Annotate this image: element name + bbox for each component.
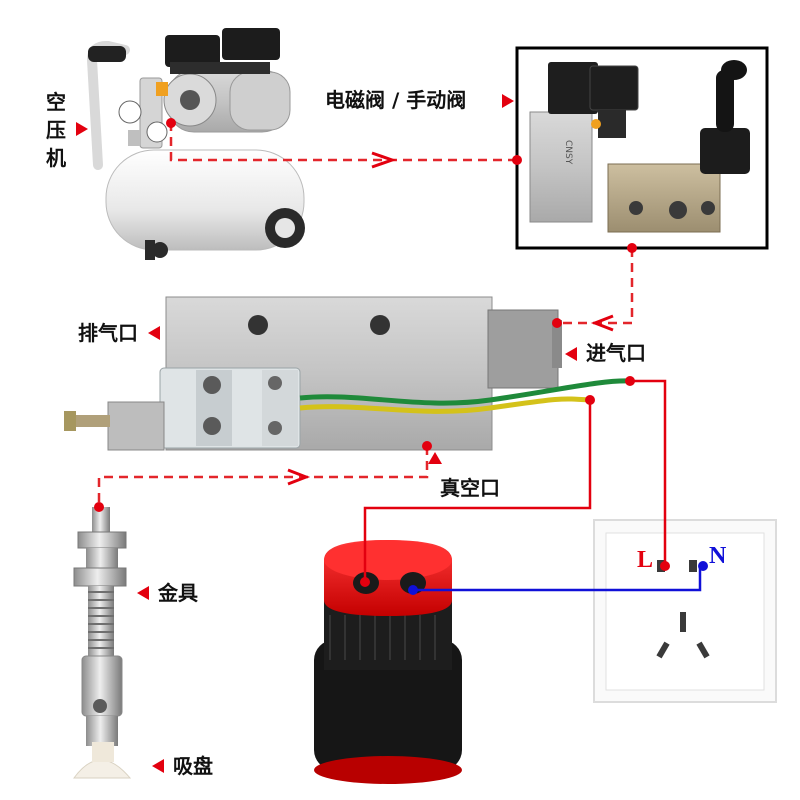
green-wire (299, 378, 631, 406)
air-flow-arrow-1 (371, 151, 397, 169)
inlet-dot (552, 318, 562, 328)
air-line-valve-to-inlet (557, 248, 634, 325)
air-compressor-image (86, 28, 305, 260)
wire-green-to-socket-L (630, 379, 667, 565)
air-line-start-dot (166, 118, 176, 128)
wall-socket-image (593, 519, 777, 703)
label-suction-cup: 吸盘 (173, 754, 213, 778)
label-compressor-char-1: 空 (46, 90, 66, 114)
label-compressor-char-3: 机 (46, 146, 66, 170)
air-line-compressor-to-valve (169, 122, 517, 162)
wire-yellow-to-indicator (363, 400, 592, 580)
indicator-light-image (314, 540, 462, 784)
manual-valve-image (607, 60, 750, 233)
green-wire-end-dot (625, 376, 635, 386)
label-exhaust-port: 排气口 (78, 321, 138, 345)
air-line-valve-dot (512, 155, 522, 165)
fitting-pointer-marker (137, 586, 149, 600)
label-inlet-port: 进气口 (586, 341, 646, 365)
yellow-wire-end-dot (585, 395, 595, 405)
label-valve: 电磁阀 / 手动阀 (325, 88, 466, 112)
compressor-pointer-marker (76, 122, 88, 136)
label-socket-live: L (637, 547, 653, 573)
suction-cup-image (73, 742, 132, 779)
fitting-dot (94, 502, 104, 512)
indicator-terminal-2-dot (408, 585, 418, 595)
label-vacuum-port: 真空口 (440, 476, 500, 500)
label-fitting: 金具 (157, 581, 198, 605)
label-compressor-char-2: 压 (46, 118, 66, 142)
socket-N-dot (698, 561, 708, 571)
svg-text:CNSY: CNSY (563, 140, 573, 165)
valve-outlet-dot (627, 243, 637, 253)
wire-indicator-to-socket-N (413, 566, 702, 592)
yellow-wire (299, 396, 591, 414)
vacuum-pointer-marker (428, 452, 442, 464)
inlet-pointer-marker (565, 347, 577, 361)
solenoid-valve-image: CNSY (529, 62, 639, 223)
label-socket-neutral: N (709, 543, 727, 569)
socket-L-dot (660, 561, 670, 571)
air-flow-arrow-3 (287, 468, 311, 486)
air-line-vacuum-to-fitting (97, 446, 429, 507)
suction-cup-pointer-marker (152, 759, 164, 773)
indicator-terminal-1-dot (360, 577, 370, 587)
valve-pointer-marker (502, 94, 514, 108)
exhaust-pointer-marker (148, 326, 160, 340)
vacuum-generator-image (64, 296, 562, 451)
vacuum-port-dot (422, 441, 432, 451)
air-flow-arrow-2 (590, 314, 614, 332)
vacuum-fitting-image (73, 507, 127, 746)
